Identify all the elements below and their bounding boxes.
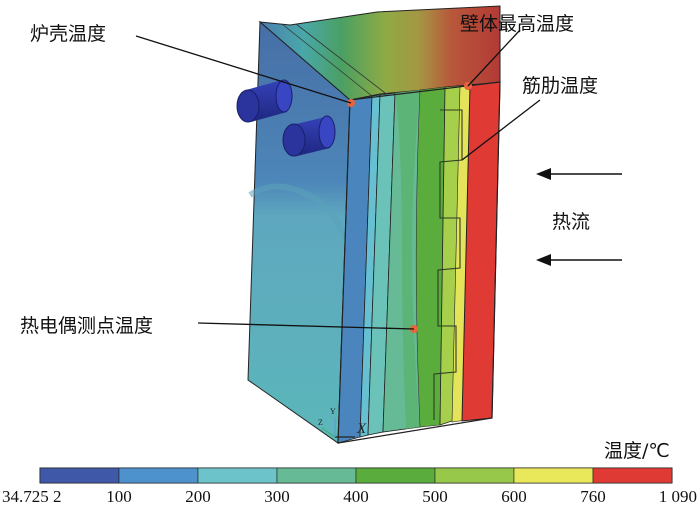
label-shell-temp: 炉壳温度	[30, 23, 106, 45]
axis-label-x: X	[356, 421, 367, 437]
legend-tick: 500	[422, 487, 448, 506]
legend-tick: 300	[264, 487, 290, 506]
legend-bin	[513, 467, 594, 484]
legend-tick: 600	[501, 487, 527, 506]
side-face-contour	[248, 183, 349, 242]
top-face-layer-line	[295, 23, 386, 94]
legend-tick: 1 090	[659, 487, 697, 506]
legend-bin	[39, 467, 120, 484]
legend-color-bins	[39, 467, 673, 484]
legend-bin	[118, 467, 199, 484]
heat-flow-arrow-bottom	[536, 254, 622, 266]
legend-tick: 34.725 2	[2, 487, 62, 506]
heat-flow-arrow-top	[536, 168, 622, 180]
front-face-outline	[337, 81, 501, 444]
front-layer-green	[395, 90, 420, 429]
legend-bin	[276, 467, 357, 484]
legend-bin	[355, 467, 436, 484]
leader-thermocouple	[197, 322, 415, 330]
pipe-lower	[282, 115, 336, 157]
legend-bin	[434, 467, 515, 484]
top-face-layer-line	[281, 23, 373, 97]
legend-tick: 760	[580, 487, 606, 506]
legend-title: 温度/℃	[604, 440, 670, 462]
pipe-upper	[236, 79, 293, 123]
front-layer-castable	[415, 86, 446, 428]
legend-tick-labels: 34.725 2 100 200 300 400 500 600 760 1 090	[2, 487, 697, 506]
legend-bin	[592, 467, 673, 484]
legend-tick: 200	[185, 487, 211, 506]
legend-tick: 100	[106, 487, 132, 506]
label-wall-max-temp: 壁体最高温度	[460, 13, 574, 35]
legend-tick: 400	[343, 487, 369, 506]
axis-label-y: Y	[330, 407, 336, 416]
leader-wall-max	[467, 29, 521, 87]
axis-label-z: Z	[318, 418, 323, 427]
leader-rib	[461, 99, 541, 161]
coordinate-axes: X Y Z	[318, 407, 367, 438]
label-heat-flow: 热流	[552, 211, 590, 233]
leader-shell	[135, 35, 352, 104]
legend-bin	[197, 467, 278, 484]
label-rib-temp: 筋肋温度	[522, 75, 598, 97]
label-thermocouple-temp: 热电偶测点温度	[20, 315, 153, 337]
